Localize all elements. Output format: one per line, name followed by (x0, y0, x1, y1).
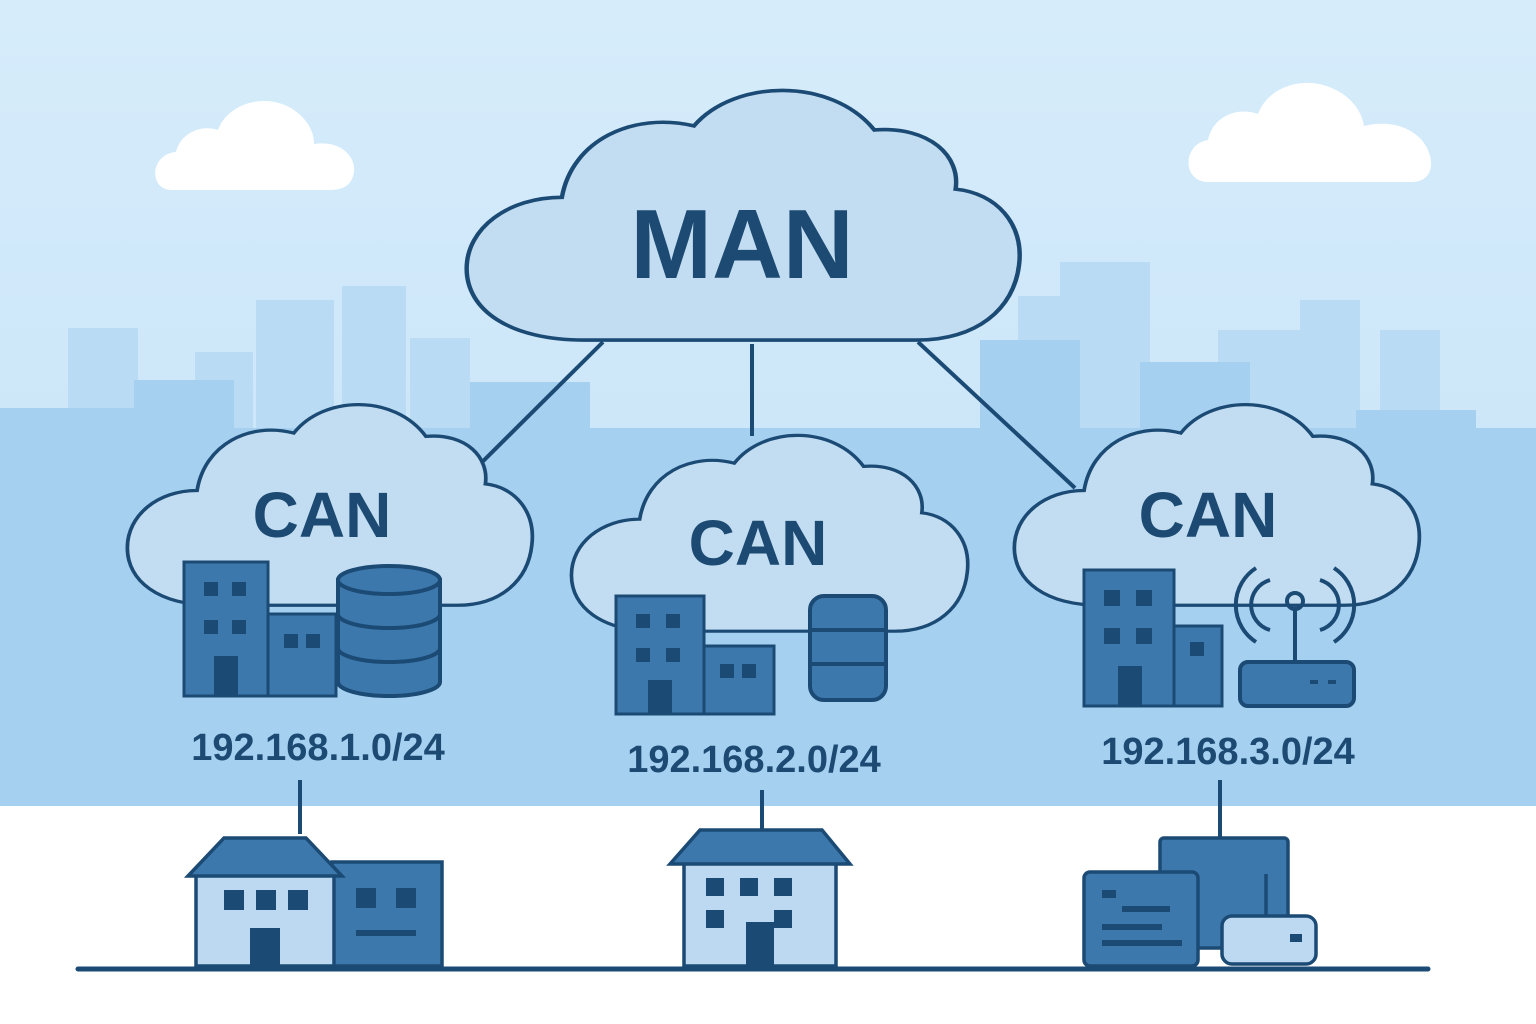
decorative-cloud-left (155, 100, 355, 190)
decorative-cloud-right (1188, 82, 1432, 182)
wireless-router-icon (1233, 566, 1357, 708)
subnet-label-2: 192.168.2.0/24 (627, 739, 881, 781)
can-cloud-3: CAN 192.168.3.0/24 (1012, 402, 1422, 773)
subnet-label-1: 192.168.1.0/24 (191, 727, 445, 769)
campus-building-icon (1082, 568, 1224, 708)
can-cloud-1: CAN 192.168.1.0/24 (125, 402, 535, 769)
man-label: MAN (630, 189, 853, 299)
campus-building-icon (614, 594, 776, 716)
can-label-1: CAN (253, 479, 392, 551)
subnet-label-3: 192.168.3.0/24 (1101, 731, 1355, 773)
campus-building-icon (182, 560, 338, 698)
link-man-can3 (916, 340, 1077, 490)
can-label-2: CAN (689, 507, 828, 579)
site-building-1 (183, 836, 444, 968)
can-cloud-2: CAN 192.168.2.0/24 (569, 433, 970, 781)
database-icon (808, 594, 888, 702)
can-label-3: CAN (1139, 479, 1278, 551)
man-cloud: MAN (467, 90, 1020, 340)
site-server-equipment (1082, 836, 1318, 968)
database-icon (336, 564, 442, 698)
site-building-2 (666, 828, 854, 968)
